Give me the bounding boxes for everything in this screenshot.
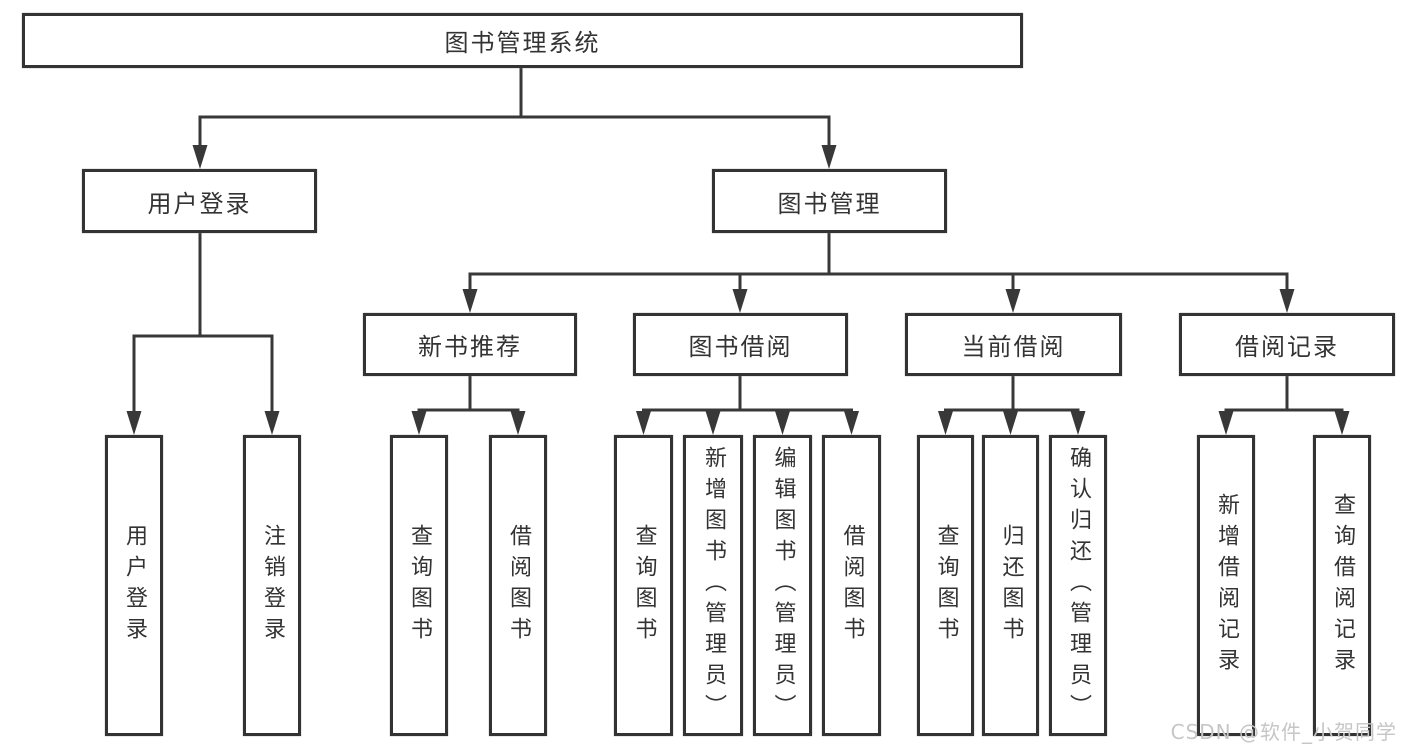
leaf-label: 确认归还（管理员） <box>1066 446 1091 725</box>
arrow-down-icon <box>1334 411 1350 435</box>
leaf-query-books-borrow: 查询图书 <box>614 435 673 736</box>
leaf-user-login: 用户登录 <box>105 435 163 736</box>
leaf-label: 借阅图书 <box>839 523 865 648</box>
leaf-label: 编辑图书（管理员） <box>770 446 796 725</box>
arrow-down-icon <box>1218 411 1234 435</box>
leaf-label: 归还图书 <box>998 523 1024 648</box>
leaf-confirm-return-admin: 确认归还（管理员） <box>1049 435 1107 736</box>
leaf-edit-books-admin: 编辑图书（管理员） <box>753 435 812 736</box>
arrow-down-icon <box>1005 289 1021 313</box>
node-library-management-system: 图书管理系统 <box>22 13 1023 68</box>
arrow-down-icon <box>821 145 837 169</box>
leaf-add-books-admin: 新增图书（管理员） <box>683 435 743 736</box>
arrow-down-icon <box>1070 411 1086 435</box>
connector-book-borrow-to-leaves <box>642 376 853 414</box>
connector-borrow-records-to-leaves <box>1224 376 1344 414</box>
leaf-query-borrow-record: 查询借阅记录 <box>1313 435 1371 736</box>
arrow-down-icon <box>732 289 748 313</box>
arrow-down-icon <box>264 411 280 435</box>
arrow-down-icon <box>192 145 208 169</box>
connector-user-login-to-leaves <box>132 232 274 413</box>
leaf-query-books-recommend: 查询图书 <box>390 435 448 736</box>
leaf-label: 查询借阅记录 <box>1330 492 1355 679</box>
arrow-down-icon <box>636 411 651 435</box>
arrow-down-icon <box>411 411 427 435</box>
arrow-down-icon <box>705 411 721 435</box>
leaf-label: 新增图书（管理员） <box>701 446 726 725</box>
connector-book-management-to-level3 <box>468 233 1289 291</box>
arrow-down-icon <box>775 411 790 435</box>
arrow-down-icon <box>462 289 478 313</box>
leaf-label: 注销登录 <box>260 523 285 648</box>
leaf-label: 查询图书 <box>933 523 959 648</box>
arrow-down-icon <box>126 411 142 435</box>
leaf-logout-login: 注销登录 <box>243 435 301 736</box>
connector-current-borrow-to-leaves <box>944 376 1080 414</box>
leaf-label: 用户登录 <box>122 523 147 648</box>
connector-root-to-level2 <box>198 68 831 147</box>
leaf-return-books: 归还图书 <box>982 435 1039 736</box>
arrow-down-icon <box>938 411 953 435</box>
connector-new-book-recommend-to-leaves <box>417 376 520 414</box>
node-current-borrow: 当前借阅 <box>905 313 1122 376</box>
csdn-watermark: CSDN @软件_小贺同学 <box>1170 720 1397 744</box>
node-book-borrow: 图书借阅 <box>633 313 848 376</box>
arrow-down-icon <box>844 411 859 435</box>
arrow-down-icon <box>1003 411 1018 435</box>
leaf-label: 查询图书 <box>631 523 657 648</box>
arrow-down-icon <box>1279 289 1295 313</box>
node-borrow-records: 借阅记录 <box>1179 313 1395 376</box>
leaf-label: 借阅图书 <box>506 523 531 648</box>
leaf-label: 查询图书 <box>407 523 432 648</box>
arrow-down-icon <box>510 411 526 435</box>
leaf-borrow-books: 借阅图书 <box>822 435 881 736</box>
node-new-book-recommend: 新书推荐 <box>363 313 577 376</box>
leaf-label: 新增借阅记录 <box>1214 492 1239 679</box>
leaf-add-borrow-record: 新增借阅记录 <box>1197 435 1255 736</box>
node-book-management: 图书管理 <box>712 169 947 233</box>
leaf-query-books-current: 查询图书 <box>917 435 974 736</box>
node-user-login: 用户登录 <box>82 169 317 233</box>
leaf-borrow-books-recommend: 借阅图书 <box>489 435 547 736</box>
